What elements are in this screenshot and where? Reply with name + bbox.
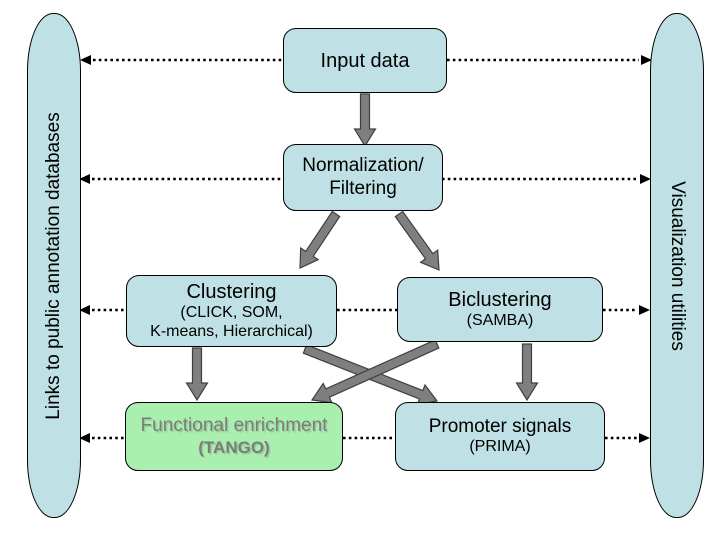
normalization-title-line2: Filtering [329,177,397,199]
visualization-utilities-label: Visualization utilities [667,180,688,351]
clustering-methods-line2: K-means, Hierarchical) [150,323,313,340]
functional-enrichment-title: Functional enrichment [140,415,328,437]
arrow-normalization-to-clustering [299,210,341,269]
dotted-promoter-to-visualization-arrowhead [639,433,650,443]
dotted-input-to-databases-arrowhead [80,55,91,65]
biclustering-box: Biclustering (SAMBA) [397,277,603,342]
clustering-methods-line1: (CLICK, SOM, [180,304,283,322]
arrow-biclustering-to-functional [310,339,440,404]
arrow-input-to-normalization [353,93,377,148]
dotted-biclustering-to-visualization [603,305,650,315]
dotted-normalization-to-visualization-arrowhead [640,174,651,184]
biclustering-method: (SAMBA) [466,312,534,330]
biclustering-title: Biclustering [448,289,552,312]
arrow-clustering-to-functional [185,347,209,402]
input-data-title: Input data [320,49,410,72]
normalization-title-line1: Normalization/ [302,154,424,176]
functional-enrichment-method: (TANGO) [198,437,270,457]
clustering-title: Clustering [186,281,277,304]
annotation-databases-capsule: Links to public annotation databases [27,13,81,518]
dotted-input-to-visualization [447,55,652,65]
dotted-promoter-to-visualization [605,433,650,443]
arrow-normalization-to-biclustering [394,210,440,271]
dotted-biclustering-to-visualization-arrowhead [639,305,650,315]
dotted-clustering-to-databases [79,305,126,315]
input-data-box: Input data [283,28,447,93]
dotted-input-to-visualization-arrowhead [641,55,652,65]
dotted-normalization-to-visualization [442,174,651,184]
dotted-functional-to-databases [79,433,125,443]
arrow-biclustering-to-promoter [515,343,539,402]
promoter-signals-method: (PRIMA) [469,438,531,456]
dotted-input-to-databases [80,55,283,65]
functional-enrichment-box: Functional enrichment (TANGO) [125,402,343,471]
normalization-filtering-box: Normalization/ Filtering [283,144,443,211]
visualization-utilities-capsule: Visualization utilities [650,13,704,518]
dotted-functional-to-databases-arrowhead [79,433,90,443]
dotted-normalization-to-databases-arrowhead [79,174,90,184]
dotted-clustering-to-databases-arrowhead [79,305,90,315]
annotation-databases-label: Links to public annotation databases [43,111,64,420]
clustering-box: Clustering (CLICK, SOM, K-means, Hierarc… [126,275,337,347]
promoter-signals-title: Promoter signals [428,415,572,437]
dotted-normalization-to-databases [79,174,283,184]
promoter-signals-box: Promoter signals (PRIMA) [395,402,605,471]
